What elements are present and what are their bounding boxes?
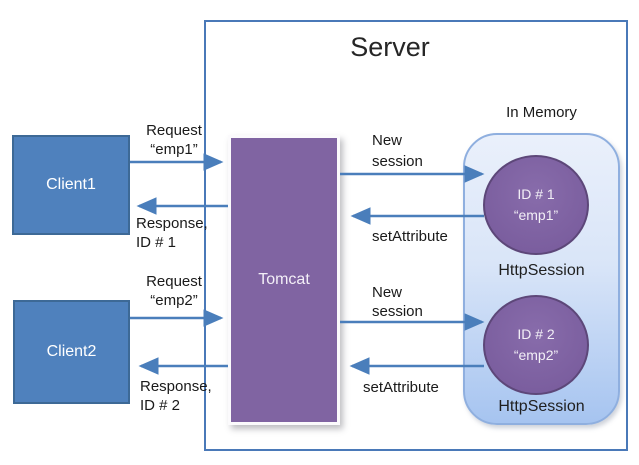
session2-id: ID # 2 bbox=[517, 326, 555, 342]
client2-label: Client2 bbox=[46, 343, 97, 360]
client1-box: Client1 bbox=[12, 135, 130, 235]
session2-circle: ID # 2 “emp2” bbox=[483, 295, 589, 395]
client2-box: Client2 bbox=[13, 300, 130, 404]
tomcat-box: Tomcat bbox=[228, 135, 340, 425]
tomcat-label: Tomcat bbox=[258, 271, 310, 288]
in-memory-label: In Memory bbox=[506, 104, 577, 121]
response2-label: Response, ID # 2 bbox=[140, 378, 212, 414]
request1-label: Request “emp1” bbox=[146, 122, 202, 158]
session2-caption: HttpSession bbox=[498, 398, 585, 415]
server-box bbox=[204, 20, 628, 451]
new-session1-label: New session bbox=[372, 132, 423, 170]
set-attribute2-label: setAttribute bbox=[363, 379, 439, 396]
session1-value: “emp1” bbox=[513, 207, 559, 223]
server-title: Server bbox=[350, 32, 430, 62]
client1-label: Client1 bbox=[46, 176, 96, 193]
session1-id: ID # 1 bbox=[517, 186, 555, 202]
new-session2-label: New session bbox=[372, 284, 423, 320]
request2-label: Request “emp2” bbox=[146, 273, 202, 309]
response1-label: Response, ID # 1 bbox=[136, 215, 208, 251]
session2-value: “emp2” bbox=[513, 347, 559, 363]
session1-circle: ID # 1 “emp1” bbox=[483, 155, 589, 255]
session1-caption: HttpSession bbox=[498, 262, 585, 279]
set-attribute1-label: setAttribute bbox=[372, 228, 448, 245]
